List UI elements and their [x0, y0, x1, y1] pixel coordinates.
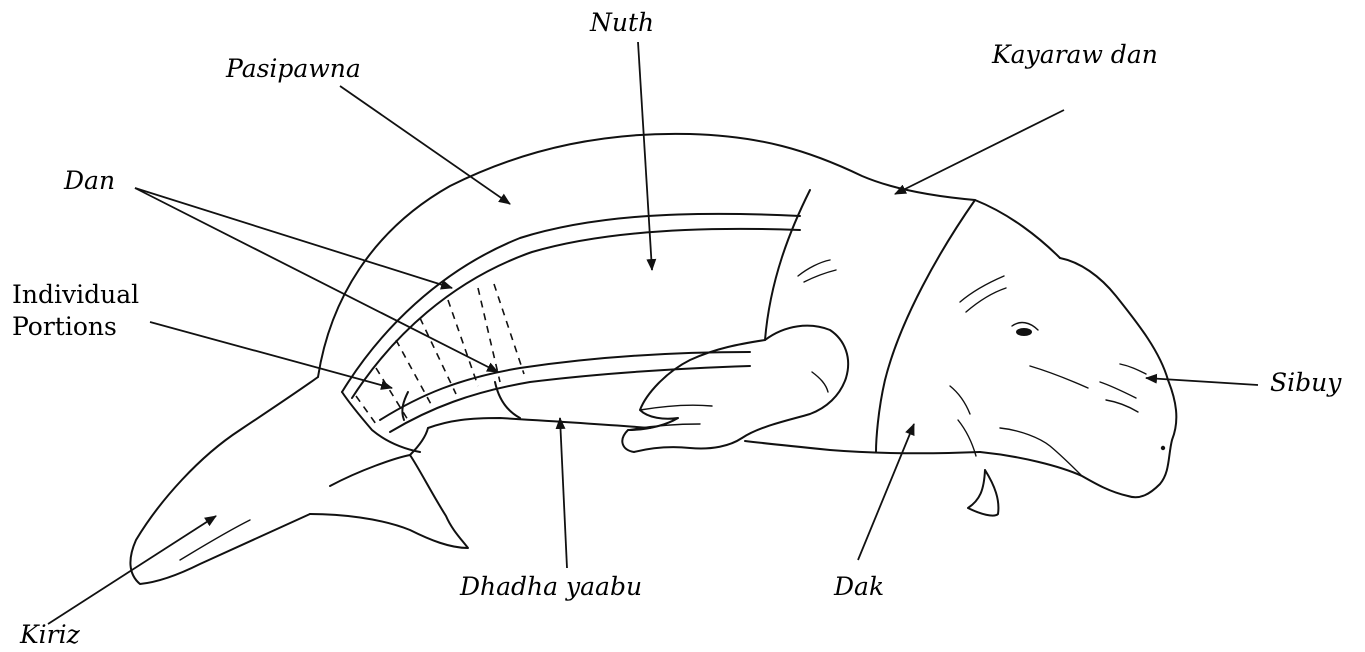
tail-fluke-crease [180, 520, 250, 560]
wrinkle-2 [804, 270, 836, 282]
arrow-kiriz [48, 516, 216, 624]
portion-dash-7 [494, 284, 524, 374]
kayaraw-band-right [876, 200, 975, 452]
flipper-outline [622, 326, 848, 452]
label-dhadha-yaabu: Dhadha yaabu [460, 572, 642, 602]
arrow-individual-portions [150, 322, 392, 388]
wrinkle-10 [1120, 364, 1146, 374]
wrinkle-4 [966, 288, 1006, 312]
portion-dash-1 [356, 396, 376, 424]
label-individual-portions-2: Portions [12, 312, 117, 342]
cut-lines [342, 190, 975, 452]
flipper-crease [812, 372, 828, 392]
dan-upper-line-2 [352, 229, 800, 398]
tail-fluke-lower [310, 455, 468, 548]
back-contour [318, 134, 1060, 377]
label-dak: Dak [834, 572, 884, 602]
portion-dash-4 [420, 318, 456, 394]
lower-belly [428, 418, 650, 428]
portion-dash-5 [448, 300, 478, 386]
wrinkle-7 [1030, 366, 1088, 388]
chin-fold [1000, 428, 1082, 476]
lower-jaw [968, 470, 998, 516]
kayaraw-band-left [765, 190, 810, 340]
label-dan: Dan [64, 166, 115, 196]
arrow-kayaraw-dan [895, 110, 1064, 194]
arrow-dan-upper [135, 188, 452, 288]
arrow-sibuy [1146, 378, 1258, 385]
arrow-pasipawna [340, 86, 510, 204]
label-pasipawna: Pasipawna [226, 54, 361, 84]
eye-icon [1016, 328, 1032, 336]
wrinkle-9 [1106, 400, 1138, 412]
label-nuth: Nuth [590, 8, 654, 38]
arrow-nuth [638, 42, 652, 270]
wrinkle-3 [960, 276, 1004, 302]
label-kiriz: Kiriz [20, 620, 80, 650]
wrinkle-8 [1100, 382, 1136, 398]
flipper-digit-1 [640, 405, 712, 410]
belly-line [745, 441, 980, 453]
wrinkle-5 [950, 386, 970, 414]
label-sibuy: Sibuy [1270, 368, 1341, 398]
wrinkle-6 [958, 420, 976, 456]
label-individual-portions-1: Individual [12, 280, 139, 310]
arrow-dhadha-yaabu [560, 418, 567, 568]
nostril [1161, 446, 1165, 450]
leader-arrows [48, 42, 1258, 624]
dan-upper-line-1 [342, 214, 800, 392]
label-kayaraw-dan: Kayaraw dan [992, 40, 1158, 70]
arrow-dak [858, 424, 914, 560]
portion-dash-3 [396, 340, 432, 406]
